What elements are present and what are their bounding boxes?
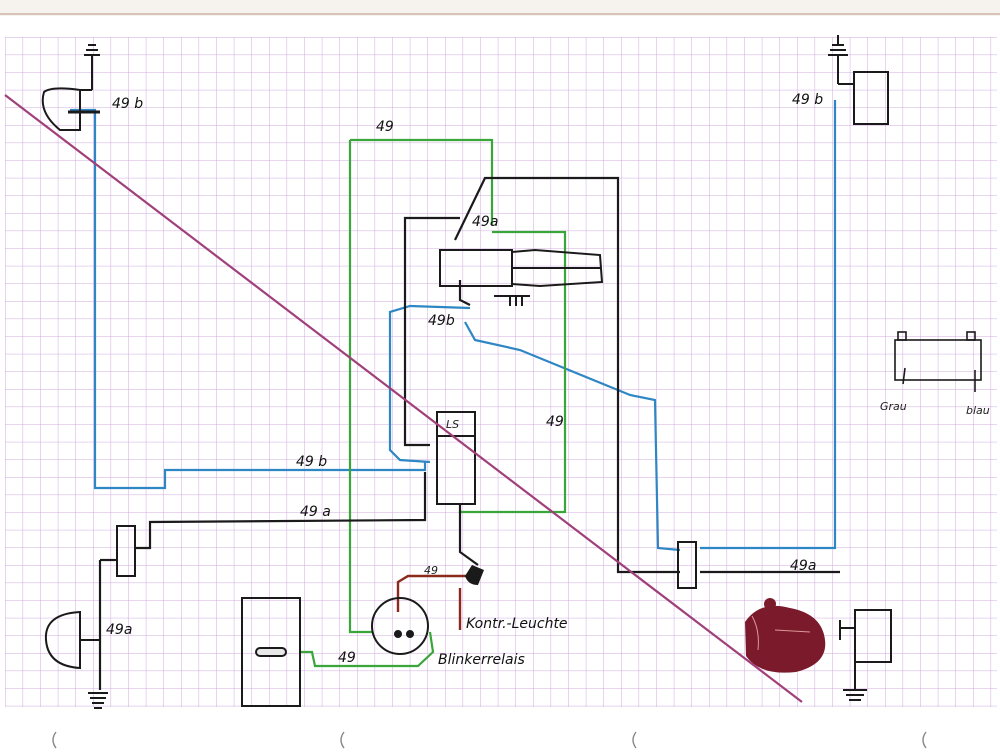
switch-box [241,597,301,707]
label-relay-top-49: 49 [424,564,438,577]
right-connector [677,541,697,589]
label-left-mid-49b: 49 b [296,454,327,470]
indicator-lamp [465,565,484,585]
grau-blau-component [894,331,982,392]
label-kontr-leuchte: Kontr.-Leuchte [466,616,568,632]
bottom-right-lamp [839,609,892,701]
graph-grid [5,37,997,707]
label-top-right-49b: 49 b [792,92,823,108]
label-top-left-49b: 49 b [112,96,143,112]
label-left-mid-49a: 49 a [300,504,331,520]
blue-wires [70,100,837,552]
top-right-lamp [828,35,889,125]
diagonal-strike-line [4,94,803,703]
top-left-lamp [41,44,100,131]
blinker-relay [371,597,429,655]
label-blau: blau [966,404,990,417]
label-ls: LS [446,418,459,431]
label-bottom-49: 49 [338,650,356,666]
label-blinkerrelais: Blinkerrelais [438,652,525,668]
red-stamp [745,598,826,673]
binding-marks [52,731,927,749]
label-grau: Grau [880,400,907,413]
label-right-bottom-49a: 49a [790,558,816,574]
light-switch [439,248,604,306]
label-switch-right-49: 49 [546,414,564,430]
label-switch-top-49: 49 [376,119,394,135]
left-connector [100,525,136,577]
ls-block [436,411,476,505]
label-switch-49b: 49b [428,313,455,329]
label-bottom-left-49a: 49a [106,622,132,638]
label-switch-49a: 49a [472,214,498,230]
bottom-left-lamp [44,610,108,709]
top-strip [0,0,1000,16]
